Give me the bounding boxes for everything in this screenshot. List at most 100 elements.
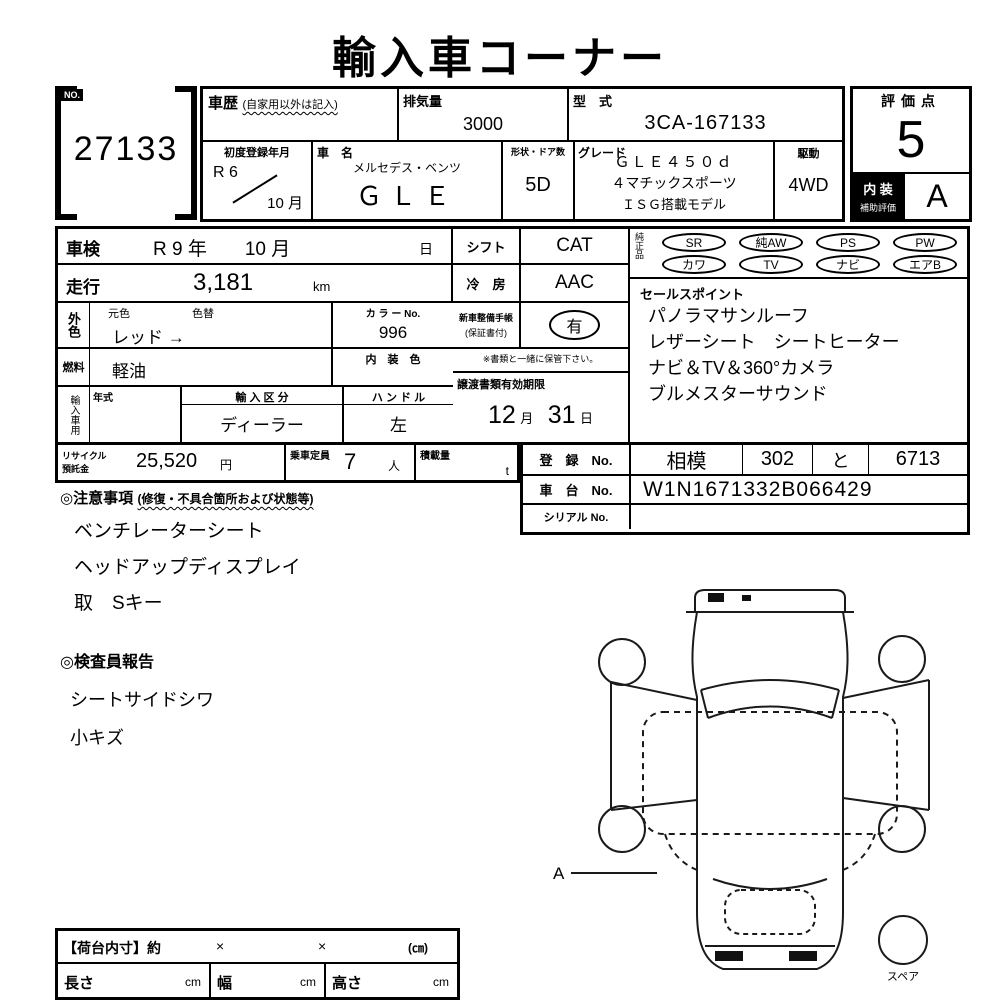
fuel-cell: 軽油	[90, 349, 333, 387]
note-line: 取 Sキー	[74, 593, 163, 614]
grade-cell: グレード ＧＬＥ４５０ｄ ４マチックスポーツ ＩＳＧ搭載モデル	[575, 142, 775, 219]
handle-value: 左	[390, 416, 407, 435]
model-code-value: 3CA-167133	[644, 112, 767, 134]
notes-section: ◎注意事項 (修復・不具合箇所および状態等) ベンチレーターシート ヘッドアップ…	[60, 487, 520, 615]
right-door-panel-bottom	[842, 797, 930, 811]
equipment-badge-sr: SR	[662, 233, 726, 252]
model-year-cell: 年式	[90, 387, 182, 442]
cargo-header-row: 【荷台内寸】約 × × (㎝)	[58, 931, 457, 964]
note-line: ヘッドアップディスプレイ	[74, 557, 301, 578]
shift-label-cell: シフト	[453, 229, 521, 265]
fuel-label: 燃料	[62, 362, 85, 374]
windshield-side-left	[700, 689, 709, 719]
rear-light-left	[715, 951, 743, 961]
recycle-value: 25,520	[136, 450, 198, 472]
first-registration-era: R 6	[213, 164, 238, 181]
shift-value: CAT	[556, 235, 593, 256]
grade-line-2: ４マチックスポーツ	[611, 175, 737, 191]
import-division-label: 輸 入 区 分	[182, 387, 342, 405]
import-division-cell: 輸 入 区 分 ディーラー	[182, 387, 344, 442]
equipment-badge-aw: 純AW	[739, 233, 803, 252]
capacity-value: 7	[344, 449, 357, 474]
recycle-strip: リサイクル 預託金 25,520 円 乗車定員 7 人 積載量 t	[55, 445, 520, 483]
mileage-value: 3,181	[193, 269, 254, 296]
panel-dashed-tail-right	[842, 833, 876, 871]
model-code-label: 型 式	[573, 94, 613, 109]
chassis-label: 車 台 No.	[523, 476, 631, 503]
equipment-badge-airb: エアB	[893, 255, 957, 274]
interior-sub-label: 補助評価	[859, 203, 896, 213]
sales-point-line: ブルメスターサウンド	[648, 384, 828, 404]
cargo-header: 【荷台内寸】約	[63, 940, 161, 956]
car-name-cell: 車 名 メルセデス・ベンツ ＧＬＥ	[313, 142, 503, 219]
rear-dashed-outline	[724, 889, 816, 935]
interior-color-label: 内 装 色	[365, 354, 421, 366]
windshield-side-right	[831, 689, 840, 719]
drive-label: 駆動	[797, 148, 820, 160]
shape-doors-label: 形状・ドア数	[510, 147, 565, 157]
notes-header-note: (修復・不具合箇所および状態等)	[137, 492, 314, 506]
front-bumper-outline	[694, 589, 846, 612]
cargo-unit-note: (㎝)	[408, 941, 428, 955]
spare-tire-circle	[878, 915, 928, 965]
equipment-cell: 純正品 SR 純AW PS PW カワ TV ナビ エアB	[630, 229, 967, 279]
recycle-label-1: リサイクル	[62, 451, 107, 461]
import-division-value: ディーラー	[220, 416, 304, 435]
recycle-cell: リサイクル 預託金 25,520 円	[58, 445, 286, 480]
sales-point-line: パノラマサンルーフ	[648, 306, 809, 326]
transfer-docs-value: 12 月 31 日	[453, 401, 628, 430]
transfer-docs-label: 譲渡書類有効期限	[457, 379, 545, 391]
front-left-wheel	[598, 638, 646, 686]
serial-value	[631, 505, 967, 529]
right-door-panel-top	[842, 679, 930, 699]
mileage-label: 走行	[66, 278, 100, 297]
transfer-month: 12	[487, 401, 516, 429]
cargo-length-unit: cm	[185, 975, 201, 989]
model-code-cell: 型 式 3CA-167133	[569, 89, 842, 142]
car-name-label: 車 名	[317, 146, 354, 160]
color-number-value: 996	[378, 323, 408, 342]
cargo-times-1: ×	[216, 938, 225, 954]
keep-note: ※書類と一緒に保管下さい。	[482, 354, 599, 364]
interior-label: 内 装	[863, 182, 893, 197]
drive-value: 4WD	[788, 175, 829, 195]
cargo-length-label: 長さ	[64, 975, 95, 992]
chassis-row: 車 台 No. W1N1671332B066429	[523, 476, 967, 505]
interior-grade-row: 内 装 補助評価 A	[853, 172, 969, 219]
shaken-label: 車検	[66, 240, 100, 259]
lot-number-box: NO. 27133	[55, 86, 197, 220]
equipment-badge-navi: ナビ	[816, 255, 880, 274]
score-box: 評価点 5 内 装 補助評価 A	[850, 86, 972, 222]
note-line: ベンチレーターシート	[74, 521, 264, 542]
grade-label: グレード	[578, 146, 627, 160]
car-body-outline	[691, 611, 849, 970]
service-book-value: 有	[549, 310, 600, 340]
keep-note-cell: ※書類と一緒に保管下さい。	[453, 349, 630, 373]
panel-dashed-outline	[642, 711, 898, 835]
grade-line-1: ＧＬＥ４５０ｄ	[614, 154, 734, 171]
displacement-value: 3000	[462, 114, 504, 134]
recycle-label-2: 預託金	[62, 464, 90, 474]
registration-label: 登 録 No.	[523, 445, 631, 474]
import-use-label: 輸入車用	[68, 394, 79, 435]
ac-label: 冷 房	[466, 276, 506, 292]
displacement-label: 排気量	[403, 94, 443, 109]
shift-value-cell: CAT	[521, 229, 630, 265]
model-year-label: 年式	[93, 393, 113, 404]
car-top-view-diagram: スペア A	[553, 589, 930, 983]
score-label: 評価点	[881, 93, 941, 109]
serial-row: シリアル No.	[523, 505, 967, 529]
transfer-docs-cell: 譲渡書類有効期限 12 月 31 日	[453, 373, 630, 442]
inspector-section: ◎検査員報告 シートサイドシワ 小キズ	[60, 648, 480, 750]
serial-label: シリアル No.	[523, 505, 631, 529]
exterior-color-label: 外色	[66, 312, 81, 338]
recycle-unit: 円	[220, 458, 233, 472]
registration-block: 登 録 No. 相模 302 と 6713 車 台 No. W1N1671332…	[520, 445, 970, 535]
mileage-unit: km	[313, 279, 331, 294]
first-registration-label: 初度登録年月	[224, 147, 290, 159]
history-label: 車歴	[208, 95, 239, 112]
cargo-height-label: 高さ	[332, 975, 363, 992]
registration-area: 相模	[631, 445, 743, 474]
registration-number: 6713	[895, 448, 941, 470]
